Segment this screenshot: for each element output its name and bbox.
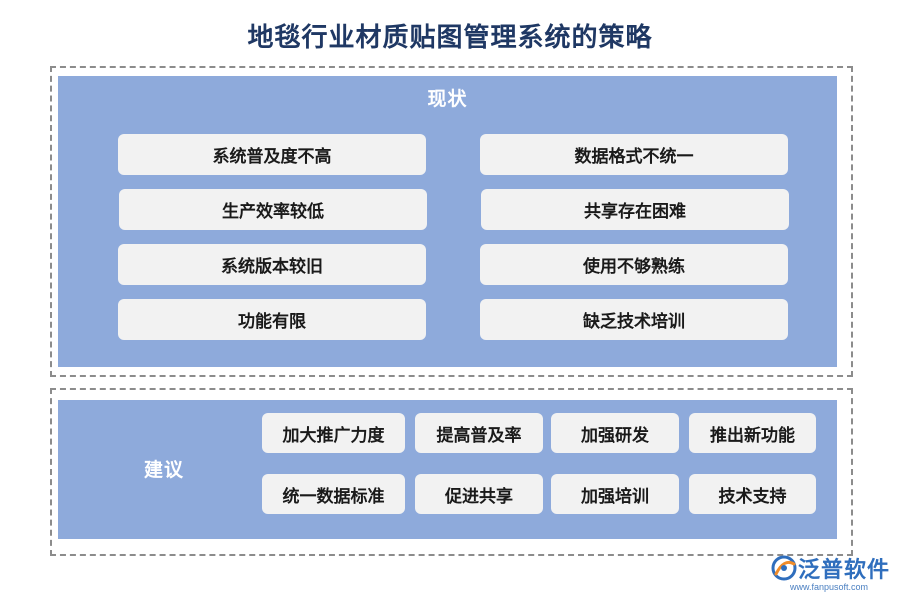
status-item: 缺乏技术培训 [480,299,788,340]
status-panel: 现状 系统普及度不高 生产效率较低 系统版本较旧 功能有限 数据格式不统一 共享… [58,76,837,367]
status-item: 系统普及度不高 [118,134,426,175]
suggestion-heading: 建议 [144,459,185,481]
suggestion-item: 加强研发 [551,413,679,453]
suggestion-item: 加强培训 [551,474,679,514]
suggestion-panel: 建议 加大推广力度 提高普及率 加强研发 推出新功能 统一数据标准 促进共享 加… [58,400,837,539]
status-item: 使用不够熟练 [480,244,788,285]
brand-logo-icon [771,555,797,581]
brand-logo: 泛普软件 www.fanpusoft.com [770,552,895,598]
brand-name: 泛普软件 [798,558,891,583]
status-item: 共享存在困难 [481,189,789,230]
suggestion-frame [50,388,853,556]
status-heading: 现状 [427,88,468,110]
status-item: 系统版本较旧 [118,244,426,285]
suggestion-item: 推出新功能 [689,413,816,453]
status-item: 功能有限 [118,299,426,340]
suggestion-item: 技术支持 [689,474,816,514]
status-item: 数据格式不统一 [480,134,788,175]
status-frame [50,66,853,377]
suggestion-item: 统一数据标准 [262,474,405,514]
suggestion-item: 提高普及率 [415,413,543,453]
brand-url: www.fanpusoft.com [790,582,869,592]
suggestion-item: 促进共享 [415,474,543,514]
diagram-title: 地毯行业材质贴图管理系统的策略 [247,23,653,53]
status-item: 生产效率较低 [119,189,427,230]
suggestion-item: 加大推广力度 [262,413,405,453]
